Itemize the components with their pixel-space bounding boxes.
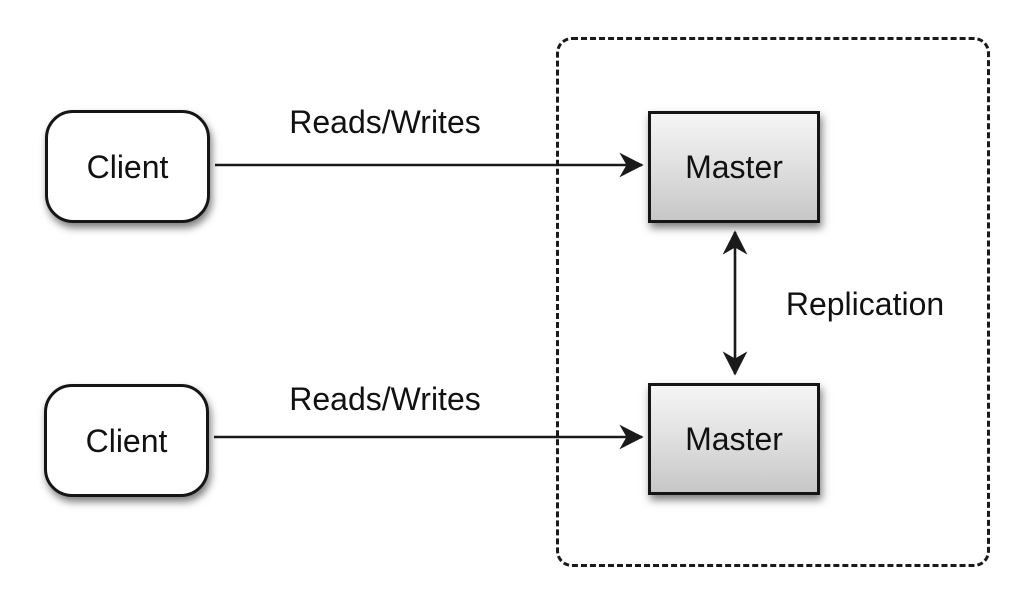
node-client-bottom-label: Client — [85, 422, 168, 459]
node-client-bottom: Client — [44, 384, 209, 497]
edge-label-replication: Replication — [785, 286, 945, 322]
node-client-top: Client — [45, 110, 210, 223]
node-master-top: Master — [648, 111, 820, 223]
node-client-top-label: Client — [86, 148, 169, 185]
node-master-bottom: Master — [648, 383, 820, 495]
edge-label-reads-writes-bottom: Reads/Writes — [289, 381, 481, 417]
edge-label-reads-writes-top: Reads/Writes — [289, 104, 481, 140]
replication-cluster-group-box — [556, 37, 990, 567]
node-master-bottom-label: Master — [685, 421, 783, 457]
node-master-top-label: Master — [685, 149, 783, 185]
